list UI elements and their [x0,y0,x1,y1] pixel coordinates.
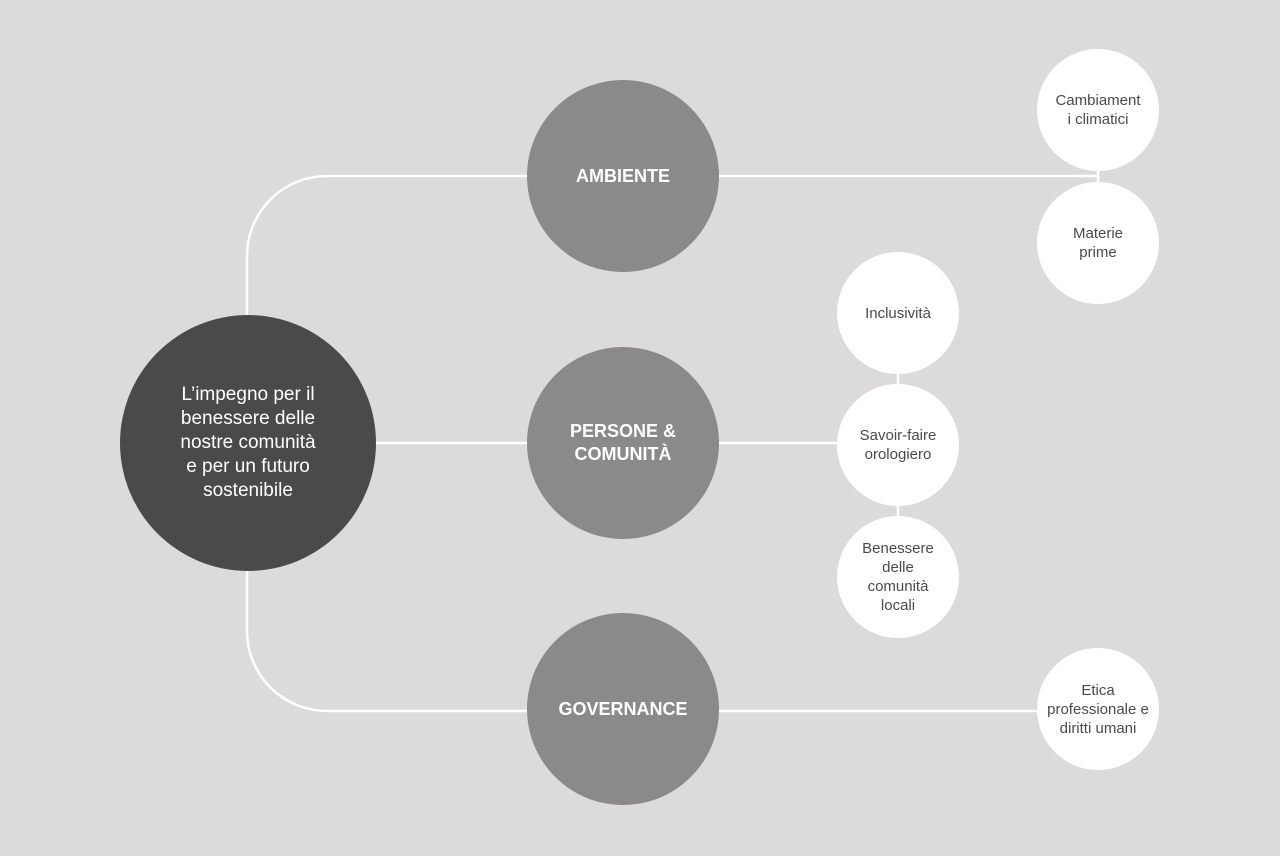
topic-materie-prime: Materie prime [1037,182,1159,304]
root-node: L’impegno per il benessere delle nostre … [120,315,376,571]
category-persone-comunita: PERSONE & COMUNITÀ [527,347,719,539]
category-ambiente: AMBIENTE [527,80,719,272]
root-label: L’impegno per il benessere delle nostre … [180,384,316,501]
topic-label: Savoir-faire orologiero [859,427,937,463]
connector-root-ambiente [245,174,528,318]
topic-inclusivita: Inclusività [837,252,959,374]
topic-cambiamenti-climatici: Cambiament i climatici [1037,49,1159,171]
connector-ambiente-topics [718,170,1100,184]
topic-benessere-comunita: Benessere delle comunità locali [837,516,959,638]
connector-root-governance [245,570,528,713]
category-label: GOVERNANCE [558,698,688,719]
topic-savoir-faire: Savoir-faire orologiero [837,384,959,506]
topic-label: Inclusività [865,304,931,322]
topic-label: Materie prime [1072,225,1124,261]
category-label: AMBIENTE [576,165,670,186]
category-label: PERSONE & COMUNITÀ [569,421,677,464]
category-governance: GOVERNANCE [527,613,719,805]
topic-label: Cambiament i climatici [1055,92,1141,128]
topic-label: Benessere delle comunità locali [862,540,934,614]
topic-etica-diritti: Etica professionale e diritti umani [1037,648,1159,770]
topic-label: Etica professionale e diritti umani [1047,681,1149,737]
